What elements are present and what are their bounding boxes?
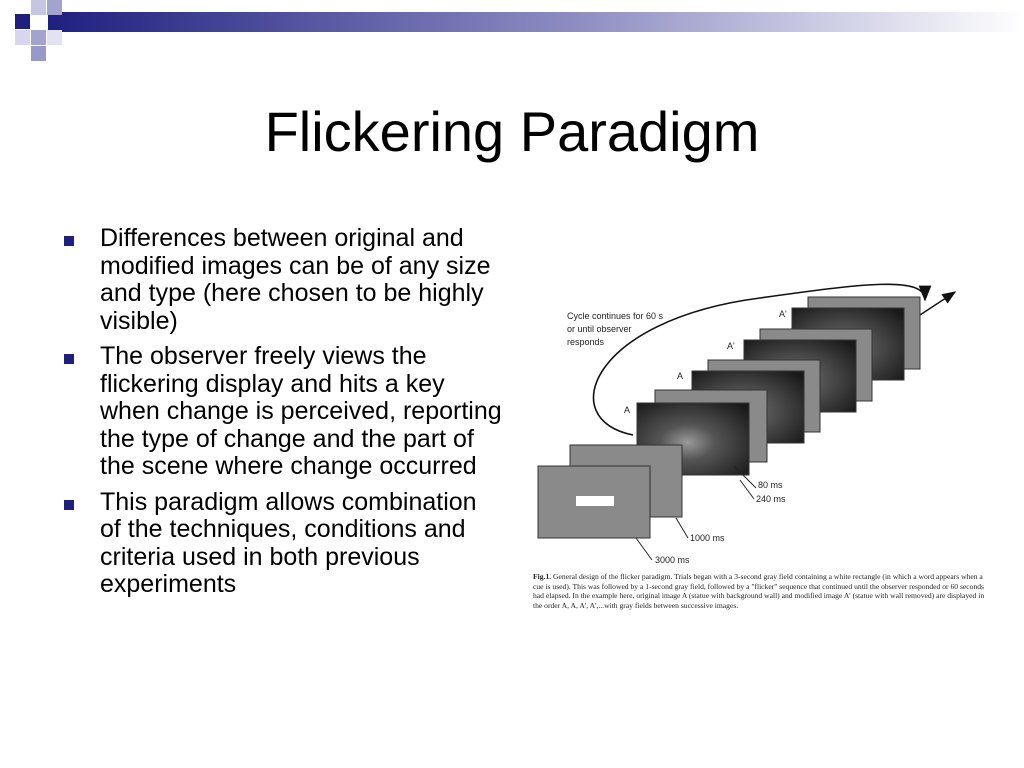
timing-leader-80ms	[733, 465, 757, 489]
decor-square	[31, 0, 46, 15]
decor-square	[31, 30, 46, 45]
bullet-text: This paradigm allows combination of the …	[100, 487, 477, 598]
timing-leader-1000ms	[675, 517, 689, 539]
timing-leader-240ms	[739, 479, 755, 500]
caption-text: General design of the flicker paradigm. …	[533, 572, 985, 610]
decor-square	[15, 14, 30, 29]
bullet-text: The observer freely views the flickering…	[100, 342, 502, 480]
timing-label-80ms: 80 ms	[758, 480, 783, 490]
cycle-arrow-curve	[592, 283, 932, 436]
frame-label-a: A	[624, 405, 630, 415]
bullet-list: Differences between original and modifie…	[62, 224, 502, 607]
square-bullet-icon	[64, 236, 74, 246]
decor-square	[47, 30, 62, 45]
slide-title: Flickering Paradigm	[264, 100, 760, 163]
frame-label-a: A	[677, 371, 683, 381]
bullet-item: The observer freely views the flickering…	[62, 342, 502, 481]
bullet-item: Differences between original and modifie…	[62, 224, 502, 335]
decor-square	[47, 0, 62, 15]
cycle-note-line: responds	[567, 337, 605, 347]
bullet-item: This paradigm allows combination of the …	[62, 487, 502, 599]
cycle-return-arrow	[919, 291, 957, 316]
square-bullet-icon	[64, 354, 74, 364]
flicker-diagram: A A A' A' Cycle continues for 60 s or un…	[537, 283, 957, 565]
timing-label-1000ms: 1000 ms	[690, 533, 725, 543]
cycle-note-line: or until observer	[567, 324, 632, 334]
figure-caption: Fig.1. General design of the flicker par…	[533, 572, 989, 610]
frame-label-a-prime: A'	[779, 309, 787, 319]
timing-leader-3000ms	[635, 537, 653, 561]
flicker-paradigm-figure: A A A' A' Cycle continues for 60 s or un…	[530, 280, 980, 620]
timing-label-240ms: 240 ms	[756, 494, 786, 504]
header-gradient-band	[0, 12, 1024, 32]
timing-label-3000ms: 3000 ms	[655, 555, 690, 565]
decor-square	[31, 46, 46, 61]
square-bullet-icon	[64, 499, 74, 510]
cue-white-rectangle	[576, 496, 614, 506]
bullet-text: Differences between original and modifie…	[100, 224, 491, 335]
header-gradient-band-graphic	[48, 12, 1024, 32]
cycle-note-line: Cycle continues for 60 s	[567, 311, 664, 321]
caption-label: Fig.1.	[533, 572, 552, 581]
frame-label-a-prime: A'	[727, 341, 735, 351]
decor-square	[15, 30, 30, 45]
